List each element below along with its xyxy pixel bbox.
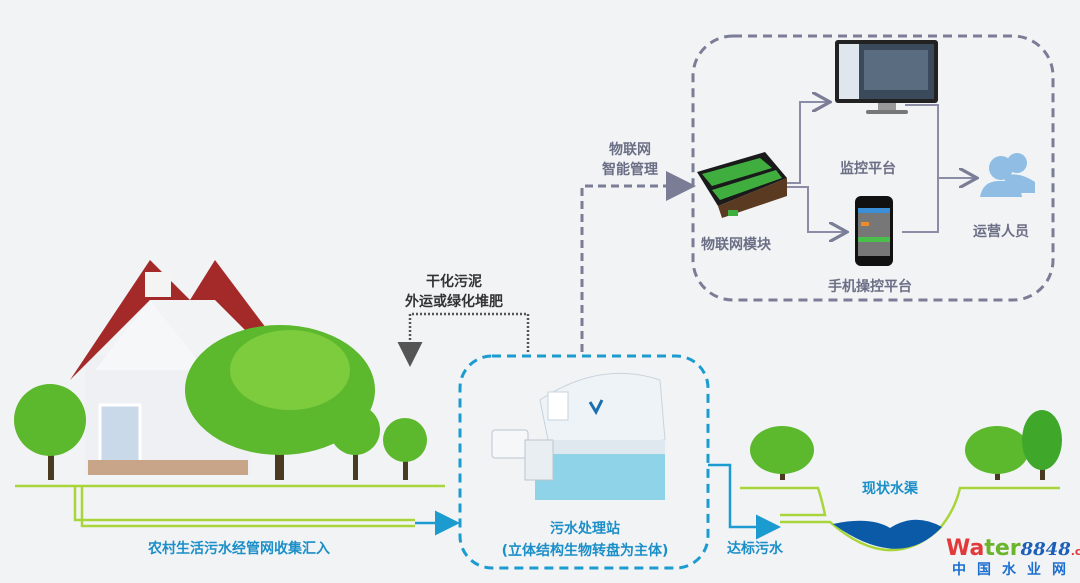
mobile-phone-icon	[855, 196, 893, 266]
effluent-label: 达标污水	[727, 541, 783, 557]
watermark-brand-num: 8848	[1020, 539, 1071, 560]
sludge-line	[397, 312, 530, 367]
iot-boundary	[691, 34, 1055, 302]
monitor-platform-label: 监控平台	[840, 161, 896, 177]
sludge-label-line2: 外运或绿化堆肥	[405, 294, 503, 310]
station-title: 污水处理站	[550, 521, 620, 537]
watermark-brand-domain: .com	[1070, 545, 1080, 558]
iot-link-label-line1: 物联网	[609, 142, 651, 158]
collection-label: 农村生活污水经管网收集汇入	[148, 541, 330, 557]
iot-link-label-line2: 智能管理	[602, 162, 658, 178]
iot-link-label: 物联网 智能管理	[602, 140, 658, 180]
iot-connectors	[787, 102, 975, 232]
watermark-brand-cn: 中国水业网	[952, 562, 1077, 578]
watermark-brand-b: ter	[984, 536, 1021, 561]
outflow-arrow	[708, 463, 781, 540]
watermark-logo: Water8848.com 中国水业网	[946, 536, 1080, 579]
treatment-unit-icon	[491, 372, 666, 500]
station-subtitle: (立体结构生物转盘为主体)	[501, 543, 669, 559]
sludge-label-line1: 干化污泥	[426, 274, 482, 290]
channel-water	[833, 519, 942, 549]
mobile-platform-label: 手机操控平台	[828, 279, 912, 295]
iot-module-icon	[697, 152, 787, 218]
station-label: 污水处理站 (立体结构生物转盘为主体)	[470, 518, 700, 562]
station-boundary	[458, 354, 710, 570]
monitor-icon	[835, 40, 938, 114]
channel-label: 现状水渠	[862, 481, 918, 497]
iot-link-line	[580, 171, 696, 352]
sludge-label: 干化污泥 外运或绿化堆肥	[405, 272, 503, 312]
trees	[14, 325, 1062, 480]
operators-label: 运营人员	[973, 224, 1029, 240]
operators-icon	[980, 153, 1035, 197]
watermark-brand-a: Wa	[946, 536, 985, 561]
iot-module-label: 物联网模块	[701, 237, 771, 253]
